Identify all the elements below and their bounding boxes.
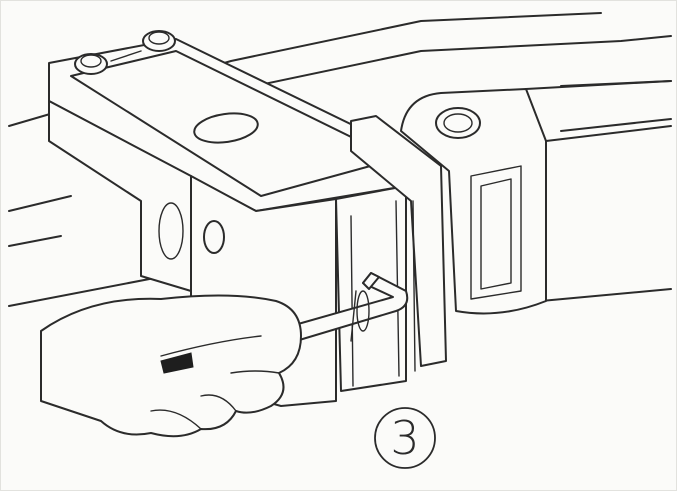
- step-number: 3: [390, 411, 419, 465]
- mount-top-plate: [48, 30, 407, 212]
- allen-key-icon: [290, 272, 409, 342]
- screw-right-icon: [142, 30, 176, 52]
- pivot-joint: [400, 80, 672, 315]
- step-circle: [374, 407, 436, 469]
- step-marker: 3: [374, 407, 436, 469]
- screw-left-icon: [74, 53, 108, 75]
- hand-icon: [40, 294, 302, 438]
